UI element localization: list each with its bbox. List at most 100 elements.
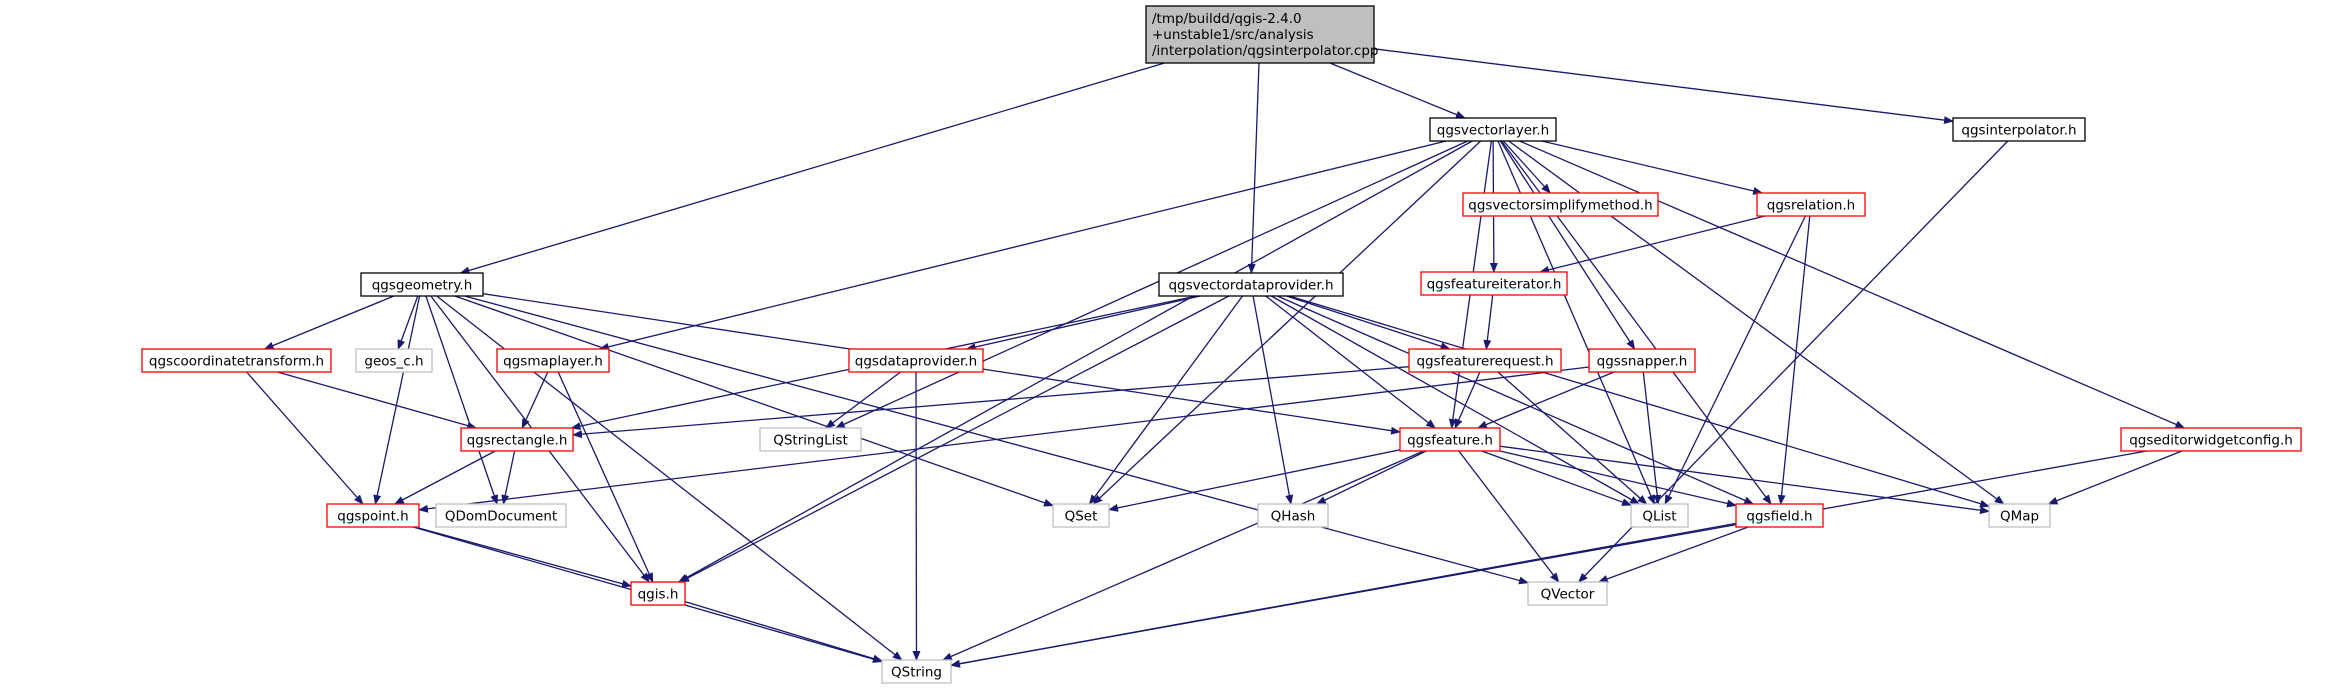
node-box bbox=[1756, 192, 1866, 217]
node-qgscoordinatetransform[interactable]: qgscoordinatetransform.h bbox=[141, 348, 332, 373]
edge-qgsvectordataprovider-to-qgsdataprovider bbox=[965, 295, 1201, 351]
node-qgspoint[interactable]: qgspoint.h bbox=[326, 503, 420, 528]
edge-qgsfeature-to-qmap bbox=[1499, 445, 1990, 515]
edge-qgsfeature-to-qstring bbox=[941, 450, 1424, 661]
node-box bbox=[1735, 503, 1824, 528]
node-qstring[interactable]: QString bbox=[881, 659, 952, 684]
edge-root-to-qgsgeometry bbox=[459, 62, 1165, 275]
node-qgsfeatureiterator[interactable]: qgsfeatureiterator.h bbox=[1420, 271, 1568, 296]
node-label: geos_c.h bbox=[364, 354, 423, 370]
node-box bbox=[1145, 5, 1375, 64]
edge-qgssnapper-to-qgspoint bbox=[418, 366, 1590, 513]
node-qstringlist[interactable]: QStringList bbox=[759, 427, 862, 452]
node-box bbox=[759, 427, 862, 452]
edge-qgsfeature-to-qgsfield bbox=[1499, 450, 1737, 508]
edge-qgsvectordataprovider-to-qmap bbox=[1289, 295, 1990, 508]
node-qgsfeaturerequest[interactable]: qgsfeaturerequest.h bbox=[1408, 348, 1562, 373]
node-qgsrelation[interactable]: qgsrelation.h bbox=[1756, 192, 1866, 217]
node-label: qgsvectordataprovider.h bbox=[1168, 278, 1333, 294]
node-box bbox=[1052, 503, 1110, 528]
node-label: qgsgeometry.h bbox=[372, 278, 473, 294]
node-qvector[interactable]: QVector bbox=[1527, 581, 1608, 606]
edge-qgsfeature-to-qvector bbox=[1458, 450, 1560, 583]
edge-qgsfeature-to-qlist bbox=[1481, 450, 1632, 506]
node-label: QSet bbox=[1065, 509, 1098, 525]
node-label: qgsfeature.h bbox=[1407, 433, 1493, 449]
edge-qgsgeometry-to-geos_c bbox=[397, 295, 419, 350]
node-qgsgeometry[interactable]: qgsgeometry.h bbox=[360, 272, 484, 297]
node-label: qgspoint.h bbox=[337, 509, 408, 525]
edge-root-to-qgsinterpolator bbox=[1373, 48, 1954, 125]
node-qgsdataprovider[interactable]: qgsdataprovider.h bbox=[848, 348, 984, 373]
node-label: qgsfeatureiterator.h bbox=[1427, 277, 1562, 293]
edge-qgsvectordataprovider-to-qlist bbox=[1270, 295, 1641, 505]
node-qgsvectorsimplifymethod[interactable]: qgsvectorsimplifymethod.h bbox=[1462, 192, 1659, 217]
node-layer: /tmp/buildd/qgis-2.4.0+unstable1/src/ana… bbox=[141, 5, 2302, 684]
node-label: QHash bbox=[1271, 509, 1316, 525]
node-qlist[interactable]: QList bbox=[1630, 503, 1689, 528]
node-box bbox=[2120, 427, 2302, 452]
edge-qgsrelation-to-qgsfield bbox=[1777, 215, 1811, 505]
node-qhash[interactable]: QHash bbox=[1257, 503, 1329, 528]
edge-qgsfeature-to-qhash bbox=[1315, 450, 1427, 505]
edge-qgssnapper-to-qgsfeature bbox=[1476, 371, 1615, 429]
node-box bbox=[1257, 503, 1329, 528]
node-label: qgsdataprovider.h bbox=[855, 354, 977, 370]
edge-qgsvectorlayer-to-qgssnapper bbox=[1499, 140, 1636, 350]
edge-qgsdataprovider-to-qstring bbox=[912, 371, 921, 661]
node-label: QDomDocument bbox=[445, 509, 557, 525]
node-qgsvectorlayer[interactable]: qgsvectorlayer.h bbox=[1429, 117, 1557, 142]
node-box bbox=[1462, 192, 1659, 217]
node-box bbox=[1588, 348, 1696, 373]
edge-qgsgeometry-to-qdomdocument bbox=[425, 295, 498, 505]
edge-qgsfeaturerequest-to-qgsrectangle bbox=[572, 366, 1410, 439]
edge-qgsrectangle-to-qgspoint bbox=[393, 450, 496, 505]
node-label: qgsvectorsimplifymethod.h bbox=[1468, 198, 1653, 214]
node-geos_c[interactable]: geos_c.h bbox=[355, 348, 433, 373]
node-box bbox=[141, 348, 332, 373]
node-root[interactable]: /tmp/buildd/qgis-2.4.0+unstable1/src/ana… bbox=[1145, 5, 1378, 64]
edge-qgsrectangle-to-qdomdocument bbox=[501, 450, 516, 505]
edge-qgsfeatureiterator-to-qgsfeaturerequest bbox=[1483, 294, 1494, 350]
node-qgsfeature[interactable]: qgsfeature.h bbox=[1399, 427, 1501, 452]
edge-qgsrelation-to-qlist bbox=[1664, 215, 1806, 505]
edge-qgseditorwidgetconfig-to-qmap bbox=[2047, 450, 2183, 505]
edge-qgsgeometry-to-qgscoordinatetransform bbox=[263, 295, 395, 350]
node-box bbox=[326, 503, 420, 528]
node-label: qgsfield.h bbox=[1746, 509, 1812, 525]
node-qgsinterpolator[interactable]: qgsinterpolator.h bbox=[1952, 117, 2086, 142]
node-box bbox=[1429, 117, 1557, 142]
node-qdomdocument[interactable]: QDomDocument bbox=[435, 503, 567, 528]
node-box bbox=[1408, 348, 1562, 373]
node-label: qgis.h bbox=[638, 587, 679, 603]
node-qgsrectangle[interactable]: qgsrectangle.h bbox=[460, 427, 574, 452]
edge-qgsvectorlayer-to-qgsmaplayer bbox=[598, 140, 1447, 351]
node-box bbox=[460, 427, 574, 452]
node-box bbox=[881, 659, 952, 684]
node-label: qgsrelation.h bbox=[1767, 198, 1855, 214]
node-qgssnapper[interactable]: qgssnapper.h bbox=[1588, 348, 1696, 373]
node-label: qgsvectorlayer.h bbox=[1437, 123, 1549, 139]
edge-qgsvectordataprovider-to-qgsfeaturerequest bbox=[1286, 295, 1451, 351]
node-qgis[interactable]: qgis.h bbox=[630, 581, 686, 606]
edge-qgsmaplayer-to-qgsrectangle bbox=[521, 371, 549, 429]
node-label: qgsinterpolator.h bbox=[1961, 123, 2076, 139]
edge-qgsvectordataprovider-to-qset bbox=[1088, 295, 1244, 505]
node-qgseditorwidgetconfig[interactable]: qgseditorwidgetconfig.h bbox=[2120, 427, 2302, 452]
node-qgsmaplayer[interactable]: qgsmaplayer.h bbox=[496, 348, 610, 373]
node-label: qgsrectangle.h bbox=[467, 433, 568, 449]
edge-qgsmaplayer-to-qgis bbox=[557, 371, 654, 583]
edge-root-to-qgsvectordataprovider bbox=[1247, 62, 1260, 274]
node-qmap[interactable]: QMap bbox=[1988, 503, 2051, 528]
node-box bbox=[1420, 271, 1568, 296]
edge-qgsvectorlayer-to-qgseditorwidgetconfig bbox=[1519, 140, 2186, 429]
node-qset[interactable]: QSet bbox=[1052, 503, 1110, 528]
node-box bbox=[1399, 427, 1501, 452]
edge-qgsvectorlayer-to-qgsrelation bbox=[1541, 140, 1764, 195]
edge-qgssnapper-to-qlist bbox=[1642, 371, 1662, 505]
node-qgsfield[interactable]: qgsfield.h bbox=[1735, 503, 1824, 528]
edge-qgsvectordataprovider-to-qgsfeature bbox=[1265, 295, 1436, 429]
edge-qgsfeature-to-qset bbox=[1108, 449, 1401, 512]
node-qgsvectordataprovider[interactable]: qgsvectordataprovider.h bbox=[1158, 272, 1344, 297]
